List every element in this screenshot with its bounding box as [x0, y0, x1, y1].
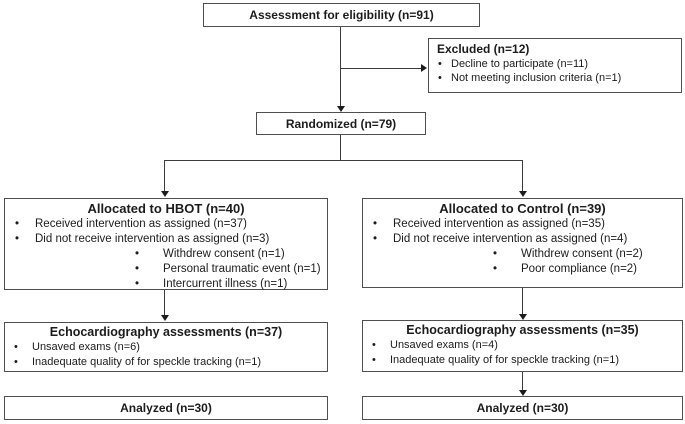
- list-item: Unsaved exams (n=4): [363, 338, 682, 353]
- connector-split-to-hbot: [164, 160, 165, 191]
- box-allocated-hbot-title: Allocated to HBOT (n=40): [87, 201, 245, 216]
- box-analyzed-control-title: Analyzed (n=30): [476, 401, 569, 415]
- box-randomized: Randomized (n=79): [256, 112, 426, 135]
- box-allocated-control-title: Allocated to Control (n=39): [439, 201, 606, 216]
- box-echo-control-title: Echocardiography assessments (n=35): [406, 323, 639, 337]
- list-item: Did not receive intervention as assigned…: [5, 232, 327, 247]
- arrowhead-down-icon: [161, 191, 169, 197]
- box-randomized-title: Randomized (n=79): [285, 116, 397, 131]
- box-allocated-hbot: Allocated to HBOT (n=40) Received interv…: [4, 198, 328, 292]
- list-item: Inadequate quality of for speckle tracki…: [363, 353, 682, 368]
- arrowhead-right-icon: [421, 64, 427, 72]
- allocated-control-sublist: Withdrew consent (n=2) Poor compliance (…: [363, 247, 682, 277]
- box-excluded: Excluded (n=12) Decline to participate (…: [428, 38, 682, 93]
- list-item: Not meeting inclusion criteria (n=1): [429, 71, 681, 85]
- box-analyzed-control: Analyzed (n=30): [362, 396, 683, 420]
- box-allocated-control: Allocated to Control (n=39) Received int…: [362, 198, 683, 288]
- box-analyzed-hbot: Analyzed (n=30): [4, 396, 328, 420]
- list-item: Intercurrent illness (n=1): [5, 277, 327, 292]
- list-item: Received intervention as assigned (n=37): [5, 217, 327, 232]
- list-item: Withdrew consent (n=1): [5, 247, 327, 262]
- connector-eligibility-to-randomized: [340, 27, 341, 106]
- allocated-control-list: Received intervention as assigned (n=35)…: [363, 217, 682, 247]
- list-item: Unsaved exams (n=6): [5, 340, 327, 355]
- box-eligibility: Assessment for eligibility (n=91): [203, 3, 480, 27]
- echo-control-list: Unsaved exams (n=4) Inadequate quality o…: [363, 338, 682, 368]
- box-echo-hbot: Echocardiography assessments (n=37) Unsa…: [4, 322, 328, 372]
- box-echo-control: Echocardiography assessments (n=35) Unsa…: [362, 320, 683, 372]
- connector-split-horizontal: [164, 160, 522, 161]
- arrowhead-down-icon: [337, 106, 345, 112]
- list-item: Did not receive intervention as assigned…: [363, 232, 682, 247]
- arrowhead-down-icon: [519, 390, 527, 396]
- box-excluded-title: Excluded (n=12): [437, 42, 530, 56]
- box-eligibility-title: Assessment for eligibility (n=91): [249, 8, 434, 22]
- list-item: Inadequate quality of for speckle tracki…: [5, 355, 327, 370]
- allocated-hbot-sublist: Withdrew consent (n=1) Personal traumati…: [5, 247, 327, 292]
- connector-to-excluded: [340, 68, 421, 69]
- arrowhead-down-icon: [519, 314, 527, 320]
- excluded-list: Decline to participate (n=11) Not meetin…: [429, 57, 681, 85]
- connector-randomized-to-split: [340, 135, 341, 160]
- box-echo-hbot-title: Echocardiography assessments (n=37): [49, 325, 283, 339]
- list-item: Received intervention as assigned (n=35): [363, 217, 682, 232]
- connector-split-to-control: [522, 160, 523, 191]
- box-analyzed-hbot-title: Analyzed (n=30): [120, 401, 212, 415]
- connector-control-to-echo: [522, 288, 523, 314]
- echo-hbot-list: Unsaved exams (n=6) Inadequate quality o…: [5, 340, 327, 370]
- list-item: Poor compliance (n=2): [363, 262, 682, 277]
- list-item: Withdrew consent (n=2): [363, 247, 682, 262]
- arrowhead-down-icon: [161, 315, 169, 321]
- allocated-hbot-list: Received intervention as assigned (n=37)…: [5, 217, 327, 247]
- arrowhead-down-icon: [519, 191, 527, 197]
- connector-echo-to-analyzed-control: [522, 372, 523, 390]
- connector-hbot-to-echo: [164, 290, 165, 315]
- list-item: Personal traumatic event (n=1): [5, 262, 327, 277]
- list-item: Decline to participate (n=11): [429, 57, 681, 71]
